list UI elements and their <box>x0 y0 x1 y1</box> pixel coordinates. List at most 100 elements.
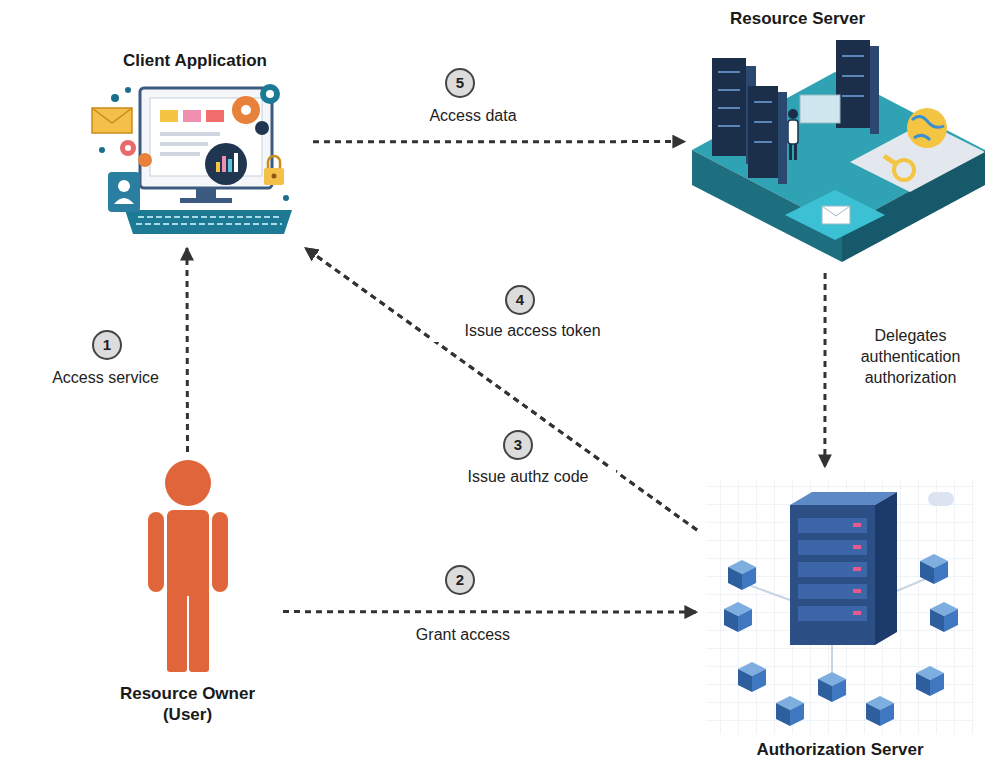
computer-illustration-part <box>160 132 220 136</box>
callout-number: 2 <box>445 565 475 595</box>
server-room-illustration-part <box>842 75 864 77</box>
computer-illustration-part <box>111 94 119 102</box>
server-tower-illustration-part <box>853 523 861 527</box>
computer-illustration-part <box>183 110 201 122</box>
callout-number: 1 <box>92 330 122 360</box>
callout-number: 5 <box>445 68 475 98</box>
flow-arrow <box>283 610 697 614</box>
server-tower-illustration-part <box>738 662 766 692</box>
person-figure-part <box>167 510 209 596</box>
flow-arrow <box>305 248 697 530</box>
server-tower-illustration-part <box>798 562 867 577</box>
computer-illustration-part <box>138 216 280 218</box>
server-tower-illustration-part <box>790 505 875 645</box>
server-tower-illustration-part <box>930 602 958 632</box>
computer-illustration-part <box>180 198 232 203</box>
server-tower-illustration-part <box>853 567 861 571</box>
server-tower-illustration-part <box>875 492 897 645</box>
edge-label: Issue authz code <box>440 467 616 488</box>
computer-illustration-part <box>92 108 132 133</box>
server-room-illustration-part <box>754 141 772 143</box>
server-tower-illustration-part <box>866 696 894 726</box>
computer-illustration <box>92 84 292 234</box>
person-figure-part <box>148 512 164 592</box>
server-tower-illustration-part <box>920 554 948 584</box>
server-room-illustration <box>692 40 985 262</box>
computer-illustration-part <box>272 174 277 179</box>
computer-illustration-part <box>228 159 232 172</box>
computer-illustration-part <box>114 198 134 204</box>
computer-illustration-part <box>108 172 140 212</box>
server-tower-illustration-part <box>798 606 867 621</box>
computer-illustration-part <box>266 90 274 98</box>
edge-label: Issue access token <box>432 321 633 342</box>
server-room-illustration-part <box>718 125 740 127</box>
person-figure-part <box>212 512 228 592</box>
computer-illustration-part <box>125 87 131 93</box>
server-tower-illustration-part <box>798 518 867 621</box>
flow-arrow <box>313 140 685 143</box>
server-room-illustration-part <box>788 109 798 119</box>
node-title: Resource Server <box>730 8 865 29</box>
server-tower-illustration-part <box>706 480 974 734</box>
edge-label: Delegates authentication authorization <box>845 326 976 388</box>
server-tower-illustration <box>706 480 974 734</box>
server-room-illustration-part <box>754 101 772 103</box>
server-room-illustration-part <box>718 71 740 73</box>
server-tower-illustration-part <box>724 602 752 632</box>
node-title: Resource Owner (User) <box>108 683 268 726</box>
computer-illustration-part <box>136 223 282 225</box>
person-figure-part <box>167 590 187 672</box>
system-node: Client Application <box>80 50 310 245</box>
person-figure-part <box>189 590 209 672</box>
server-room-illustration-part <box>778 92 787 184</box>
edge-label: Access service <box>30 368 181 389</box>
computer-illustration-part <box>206 110 224 122</box>
system-node: Authorization Server <box>700 470 980 760</box>
server-tower-illustration-part <box>798 518 867 533</box>
edge-label: Grant access <box>395 625 531 646</box>
server-room-illustration-part <box>718 107 740 109</box>
server-room-illustration-part <box>748 86 778 178</box>
person-figure <box>148 460 228 672</box>
server-tower-illustration-part <box>798 540 867 555</box>
node-title: Authorization Server <box>756 739 923 760</box>
server-tower-illustration-part <box>798 584 867 599</box>
computer-illustration-part <box>268 156 280 168</box>
person-figure-part <box>165 460 211 506</box>
computer-illustration-part <box>260 84 280 104</box>
system-node: Resource Owner (User) <box>95 455 280 725</box>
computer-illustration-part <box>241 105 251 115</box>
computer-illustration-part <box>160 142 208 146</box>
server-tower-illustration-part <box>818 672 846 702</box>
computer-illustration-part <box>160 152 200 156</box>
server-room-illustration-part <box>842 55 864 57</box>
server-room-illustration-part <box>712 58 746 156</box>
computer-illustration-part <box>140 88 272 188</box>
server-tower-illustration-part <box>853 545 861 549</box>
callout-number: 4 <box>505 285 535 315</box>
computer-illustration-part <box>125 210 292 234</box>
computer-illustration-part <box>234 153 238 172</box>
server-room-illustration-part <box>754 121 772 123</box>
server-room-illustration-part <box>800 95 840 123</box>
server-room-illustration-part <box>822 206 850 216</box>
server-tower-illustration-part <box>853 523 861 615</box>
server-room-illustration-part <box>912 116 944 140</box>
server-room-illustration-part <box>907 108 947 148</box>
server-tower-illustration-part <box>916 666 944 696</box>
server-room-illustration-part <box>884 156 896 164</box>
flow-arrow <box>185 248 189 452</box>
computer-illustration-part <box>99 147 105 153</box>
computer-illustration-part <box>118 180 130 192</box>
server-tower-illustration-part <box>928 492 954 506</box>
server-room-illustration-part <box>785 190 885 240</box>
computer-illustration-part <box>92 108 132 123</box>
edge-label: Access data <box>405 106 541 127</box>
server-room-illustration-part <box>822 206 850 224</box>
server-room-illustration-part <box>894 160 914 180</box>
server-room-illustration-part <box>836 40 870 128</box>
computer-illustration-part <box>232 96 260 124</box>
